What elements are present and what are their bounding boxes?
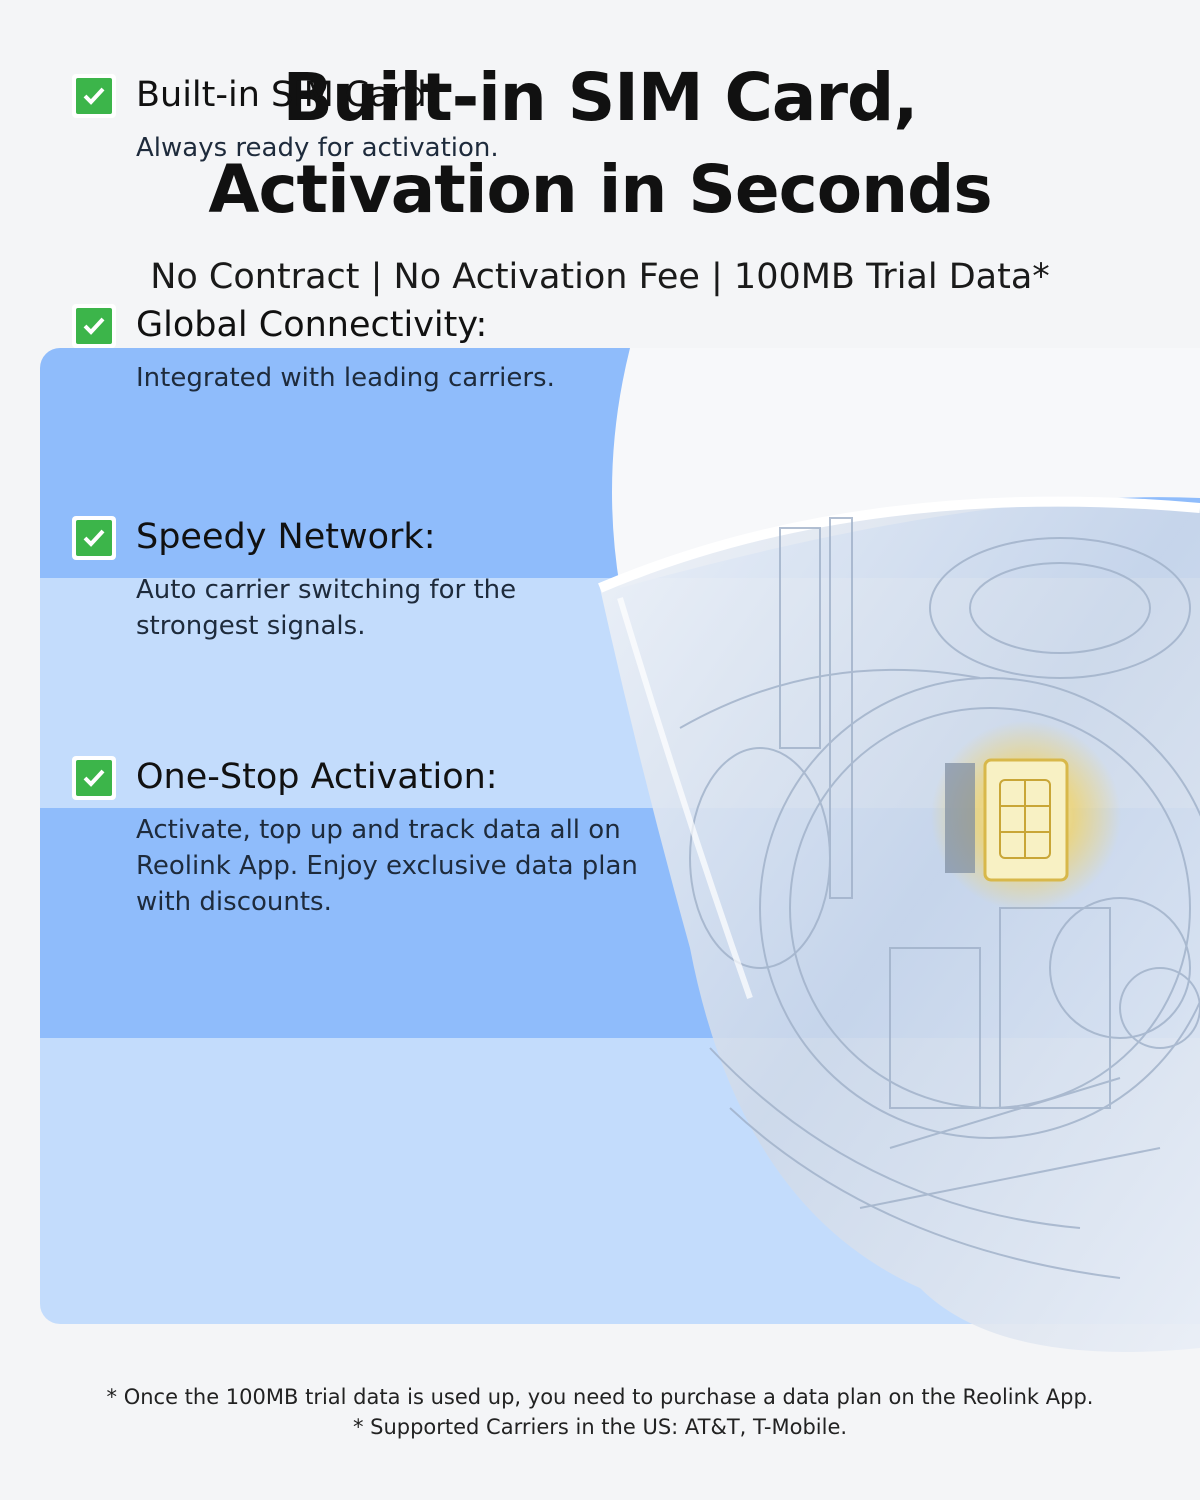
check-icon xyxy=(72,74,116,118)
camera-illustration xyxy=(598,348,1200,1353)
feature-description: Always ready for activation. xyxy=(136,133,499,163)
feature-description: Activate, top up and track data all on R… xyxy=(136,815,638,917)
title-line-1: Built-in SIM Card, xyxy=(282,59,919,136)
feature-description: Integrated with leading carriers. xyxy=(136,363,555,393)
subtitle: No Contract | No Activation Fee | 100MB … xyxy=(150,257,1050,297)
footnote-carriers: * Supported Carriers in the US: AT&T, T-… xyxy=(352,1415,848,1439)
check-icon xyxy=(72,756,116,800)
feature-title: Speedy Network: xyxy=(136,517,436,557)
feature-title: Built-in SIM Card: xyxy=(136,75,439,115)
check-icon xyxy=(72,516,116,560)
feature-description: Auto carrier switching for the strongest… xyxy=(136,575,517,641)
footnotes: * Once the 100MB trial data is used up, … xyxy=(0,1382,1200,1442)
feature-title: Global Connectivity: xyxy=(136,305,488,345)
feature-title: One-Stop Activation: xyxy=(136,757,498,797)
page-title: Built-in SIM Card, Activation in Seconds xyxy=(0,52,1200,236)
check-icon xyxy=(72,304,116,348)
footnote-trial-data: * Once the 100MB trial data is used up, … xyxy=(106,1385,1094,1409)
title-line-2: Activation in Seconds xyxy=(208,151,992,228)
